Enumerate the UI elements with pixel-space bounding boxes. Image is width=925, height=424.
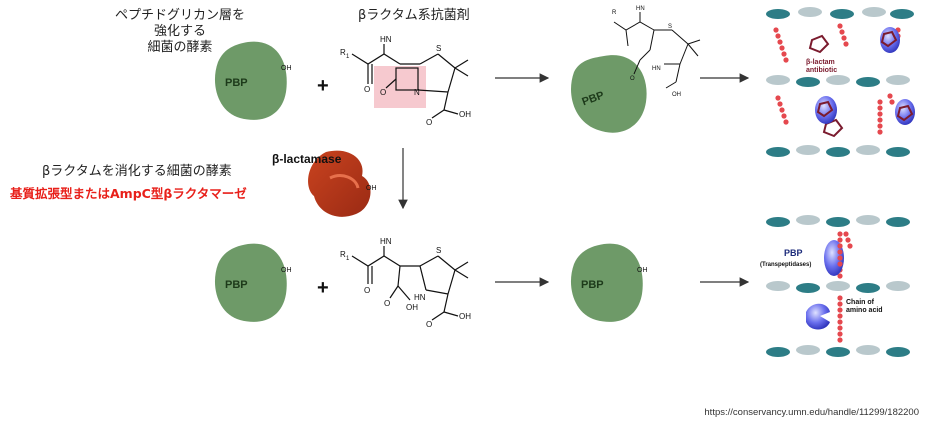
- svg-text:HN: HN: [652, 66, 661, 72]
- svg-text:O: O: [426, 118, 432, 127]
- svg-text:amino acid: amino acid: [846, 307, 883, 314]
- svg-text:PBP: PBP: [581, 279, 604, 291]
- pbp-enzyme-1: PBP OH: [214, 41, 292, 120]
- svg-text:HN: HN: [380, 237, 392, 246]
- hydrolyzed-beta-lactam: R 1 HN O S HN O OH O OH: [340, 237, 471, 329]
- svg-text:HN: HN: [380, 35, 392, 44]
- svg-text:OH: OH: [281, 267, 292, 274]
- svg-text:OH: OH: [672, 92, 681, 98]
- plus-sign-2: +: [317, 277, 329, 299]
- svg-text:S: S: [668, 24, 672, 30]
- svg-text:HN: HN: [414, 293, 426, 302]
- svg-text:O: O: [364, 85, 370, 94]
- svg-text:OH: OH: [406, 303, 418, 312]
- svg-text:OH: OH: [459, 110, 471, 119]
- svg-text:O: O: [384, 299, 390, 308]
- svg-text:PBP: PBP: [225, 279, 248, 291]
- svg-text:S: S: [436, 246, 441, 255]
- beta-lactam-molecule: R 1 HN O S N O O OH: [340, 35, 471, 127]
- svg-text:PBP: PBP: [784, 248, 803, 258]
- oh-label-1: OH: [281, 65, 292, 72]
- svg-text:HN: HN: [636, 6, 645, 12]
- beta-lactam-title: βラクタム系抗菌剤: [358, 8, 470, 23]
- svg-text:O: O: [364, 286, 370, 295]
- svg-text:1: 1: [346, 256, 350, 262]
- source-credit: https://conservancy.umn.edu/handle/11299…: [704, 407, 919, 418]
- pbp-enzyme-3: PBP OH: [570, 243, 648, 322]
- esbl-ampc-label: 基質拡張型またはAmpC型βラクタマーゼ: [10, 186, 247, 201]
- svg-text:(Transpeptidases): (Transpeptidases): [760, 262, 811, 268]
- beta-lactamase-enzyme: β-lactamase OH: [272, 150, 377, 217]
- svg-text:β-lactam: β-lactam: [806, 59, 835, 66]
- lactamase-description: βラクタムを消化する細菌の酵素: [42, 164, 232, 179]
- svg-text:antibiotic: antibiotic: [806, 67, 837, 74]
- svg-text:S: S: [436, 44, 441, 53]
- svg-text:R: R: [340, 250, 346, 259]
- svg-text:OH: OH: [366, 185, 377, 192]
- svg-text:R: R: [340, 48, 346, 57]
- normal-cell-wall: PBP (Transpeptidases) Chain of amino aci…: [760, 215, 910, 357]
- pbp-description: ペプチドグリカン層を 強化する 細菌の酵素: [114, 8, 245, 55]
- pbp-enzyme-2: PBP OH: [214, 243, 292, 322]
- pbp-label-1: PBP: [225, 77, 248, 89]
- plus-sign-1: +: [317, 75, 329, 97]
- svg-text:O: O: [426, 320, 432, 329]
- inhibited-cell-wall: β-lactam antibiotic: [766, 7, 915, 157]
- svg-text:Chain of: Chain of: [846, 299, 875, 306]
- svg-text:1: 1: [346, 54, 350, 60]
- beta-lactam-ring-highlight: [374, 66, 426, 108]
- svg-text:β-lactamase: β-lactamase: [272, 152, 342, 166]
- svg-text:O: O: [380, 88, 386, 97]
- svg-text:R: R: [612, 10, 617, 16]
- svg-text:OH: OH: [637, 267, 648, 274]
- svg-text:N: N: [414, 88, 420, 97]
- pbp-acylated-complex: PBP R HN S HN OH O: [571, 6, 701, 133]
- svg-text:O: O: [630, 76, 635, 82]
- svg-text:OH: OH: [459, 312, 471, 321]
